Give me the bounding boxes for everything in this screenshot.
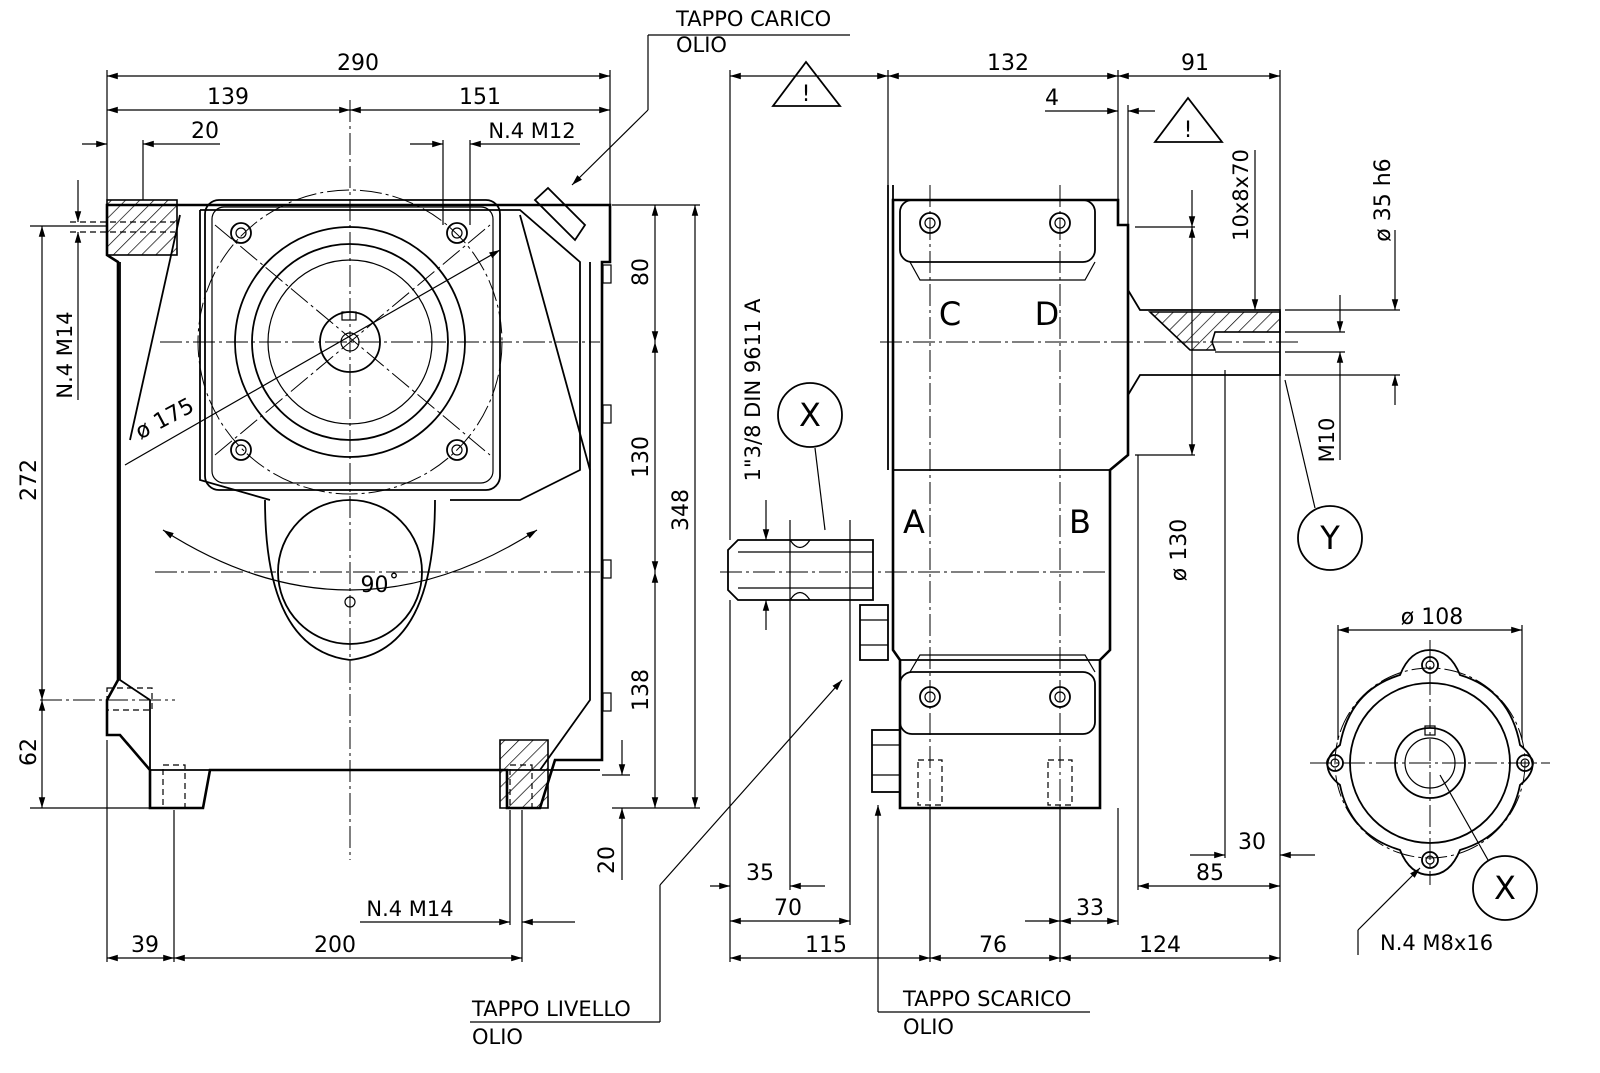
dim-272: 272 (17, 459, 42, 501)
key-spec-label: 10x8x70 (1229, 149, 1253, 241)
dim-35: 35 (746, 861, 774, 886)
dim-39: 39 (131, 933, 159, 958)
port-b-label: B (1069, 503, 1091, 541)
flange-bolt-holes (230, 222, 468, 461)
holes-aux-label: N.4 M8x16 (1380, 931, 1493, 955)
front-view (40, 100, 612, 860)
oil-drain-label-1: TAPPO SCARICO (902, 987, 1071, 1011)
dim-151: 151 (459, 85, 501, 110)
side-view: C D A B (720, 185, 1300, 830)
dim-62: 62 (17, 738, 42, 766)
dim-132: 132 (987, 51, 1029, 76)
oil-level-label-2: OLIO (472, 1025, 523, 1049)
dim-139: 139 (207, 85, 249, 110)
aux-flange-view: ø 108 X N.4 M8x16 (1310, 605, 1550, 955)
spline-spec-label: 1"3/8 DIN 9611 A (741, 298, 765, 481)
thread-m10-label: M10 (1315, 418, 1339, 463)
dim-20-top: 20 (191, 119, 219, 144)
dim-200: 200 (314, 933, 356, 958)
dim-130-front: 130 (629, 436, 654, 478)
holes-side-label: N.4 M14 (53, 311, 77, 398)
front-view-dimensions: 290 139 151 20 N.4 M12 272 62 N.4 M14 80… (17, 7, 850, 962)
flange-175-label: ø 175 (132, 394, 199, 445)
dim-80: 80 (629, 258, 654, 286)
flange-130-label: ø 130 (1167, 519, 1192, 581)
dim-33: 33 (1076, 896, 1104, 921)
port-a-label: A (903, 503, 925, 541)
dim-30: 30 (1238, 830, 1266, 855)
holes-bottom-label: N.4 M14 (366, 897, 453, 921)
dim-70: 70 (774, 896, 802, 921)
dim-20-right: 20 (595, 846, 620, 874)
warning-triangle-icon: ! (771, 60, 842, 107)
port-d-label: D (1035, 295, 1060, 333)
dim-290: 290 (337, 51, 379, 76)
dim-115: 115 (805, 933, 847, 958)
warning-triangle-icon: ! (1153, 96, 1224, 143)
dim-124: 124 (1139, 933, 1181, 958)
detail-x-bubble: X (799, 396, 821, 434)
dim-91: 91 (1181, 51, 1209, 76)
dim-4: 4 (1045, 86, 1059, 111)
warning-mark-2: ! (1184, 118, 1193, 143)
warning-mark-1: ! (802, 82, 811, 107)
oil-drain-label-2: OLIO (903, 1015, 954, 1039)
angle-90-label: 90˚ (361, 573, 400, 598)
oil-fill-label-1: TAPPO CARICO (675, 7, 831, 31)
oil-fill-label-2: OLIO (676, 33, 727, 57)
detail-y-bubble: Y (1319, 519, 1340, 557)
dim-76: 76 (979, 933, 1007, 958)
dim-138: 138 (629, 669, 654, 711)
flange-108-label: ø 108 (1401, 605, 1463, 630)
dim-85: 85 (1196, 861, 1224, 886)
side-view-dimensions: 132 91 4 ! ! 1"3/8 DIN 9611 A ø 130 10x8… (470, 51, 1400, 1049)
shaft-diameter-label: ø 35 h6 (1371, 158, 1396, 241)
holes-top-label: N.4 M12 (488, 119, 575, 143)
dim-348: 348 (669, 489, 694, 531)
port-c-label: C (939, 295, 961, 333)
detail-x2-bubble: X (1494, 869, 1516, 907)
oil-level-label-1: TAPPO LIVELLO (471, 997, 631, 1021)
